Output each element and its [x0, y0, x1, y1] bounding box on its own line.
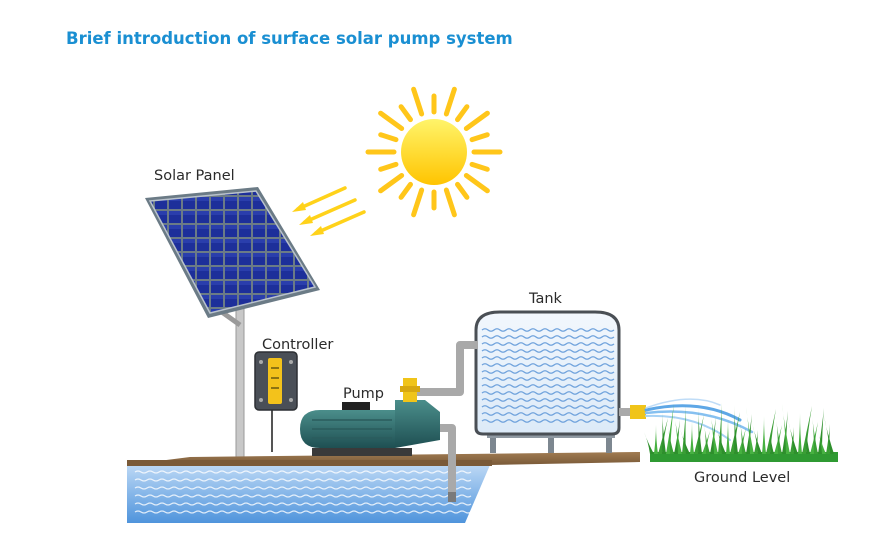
water-tank: [474, 310, 621, 453]
water-spray: [644, 398, 754, 441]
solar-panel: [145, 187, 320, 458]
sunlight-arrows: [292, 186, 366, 236]
pump: [300, 378, 440, 456]
water-source: [127, 465, 490, 523]
grass: [644, 403, 838, 462]
page-title: Brief introduction of surface solar pump…: [66, 29, 513, 48]
solar-panel-label: Solar Panel: [154, 168, 235, 184]
controller: [254, 351, 298, 452]
ground-level-label: Ground Level: [694, 470, 790, 486]
foot-valve: [448, 492, 456, 502]
sun-icon: [365, 86, 503, 218]
tank-label: Tank: [528, 291, 563, 307]
pump-label: Pump: [343, 386, 384, 402]
controller-label: Controller: [262, 337, 333, 353]
outlet-valve: [630, 405, 646, 419]
ground: [127, 452, 640, 466]
